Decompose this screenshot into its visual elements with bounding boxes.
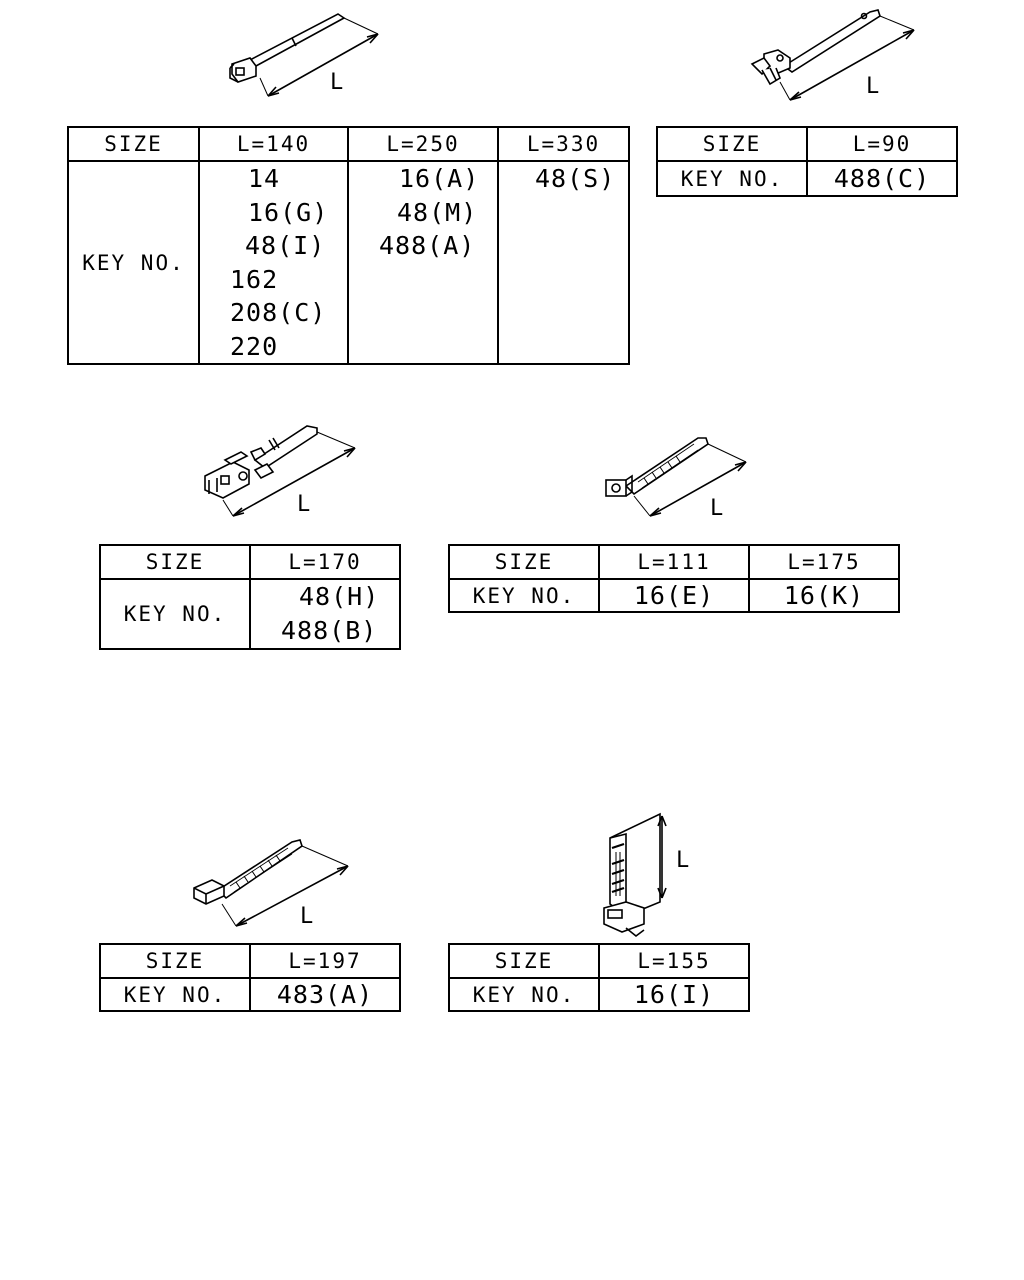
parts-table-5: SIZE L=197 KEY NO. 483(A) bbox=[99, 943, 401, 1012]
size-value: L=140 bbox=[198, 126, 349, 162]
size-header: SIZE bbox=[448, 943, 600, 979]
cable-tie-icon bbox=[204, 425, 356, 517]
dimension-label: L bbox=[710, 496, 724, 521]
size-value: L=250 bbox=[347, 126, 499, 162]
dimension-label: L bbox=[676, 848, 690, 873]
parts-table-4: SIZE L=111 L=175 KEY NO. 16(E) 16(K) bbox=[448, 544, 900, 613]
key-number: 162 bbox=[230, 264, 279, 294]
size-value: L=197 bbox=[249, 943, 401, 979]
key-no-header: KEY NO. bbox=[448, 977, 600, 1012]
size-header: SIZE bbox=[448, 544, 600, 580]
size-header: SIZE bbox=[67, 126, 200, 162]
key-no-header: KEY NO. bbox=[656, 160, 808, 197]
cable-tie-drawing-4: L bbox=[598, 432, 758, 527]
dimension-label: L bbox=[300, 904, 314, 929]
parts-table-3: SIZE L=170 KEY NO. 48(H) 488(B) bbox=[99, 544, 401, 650]
cable-tie-icon bbox=[605, 437, 747, 517]
key-number: 16(I) bbox=[598, 977, 750, 1012]
dimension-label: L bbox=[297, 492, 311, 517]
key-number: 48(I) bbox=[245, 231, 326, 260]
size-value: L=90 bbox=[806, 126, 958, 162]
dimension-label: L bbox=[866, 74, 880, 99]
size-value: L=111 bbox=[598, 544, 750, 580]
parts-table-1: SIZE L=140 L=250 L=330 KEY NO. 14 16(G) … bbox=[67, 126, 630, 365]
key-number: 488(B) bbox=[281, 615, 378, 645]
key-number: 48(S) bbox=[535, 164, 616, 193]
cable-tie-drawing-6: L bbox=[596, 808, 706, 940]
key-cell: 48(S) bbox=[497, 160, 630, 365]
key-no-header: KEY NO. bbox=[67, 160, 200, 365]
key-number: 208(C) bbox=[230, 298, 327, 327]
key-cell: 48(H) 488(B) bbox=[249, 578, 401, 650]
key-number: 488(C) bbox=[806, 160, 958, 197]
size-value: L=175 bbox=[748, 544, 900, 580]
key-no-header: KEY NO. bbox=[99, 578, 251, 650]
cable-tie-drawing-3: L bbox=[195, 420, 365, 525]
parts-table-2: SIZE L=90 KEY NO. 488(C) bbox=[656, 126, 958, 197]
key-cell: 16(A) 48(M) 488(A) bbox=[347, 160, 499, 365]
size-header: SIZE bbox=[99, 544, 251, 580]
size-value: L=330 bbox=[497, 126, 630, 162]
parts-table-6: SIZE L=155 KEY NO. 16(I) bbox=[448, 943, 750, 1012]
size-value: L=155 bbox=[598, 943, 750, 979]
key-number: 48(M) bbox=[397, 197, 478, 227]
cable-tie-icon bbox=[229, 13, 379, 97]
cable-tie-drawing-2: L bbox=[740, 6, 930, 106]
key-no-header: KEY NO. bbox=[99, 977, 251, 1012]
size-header: SIZE bbox=[656, 126, 808, 162]
cable-tie-icon bbox=[603, 812, 667, 938]
dimension-label: L bbox=[330, 70, 344, 95]
size-header: SIZE bbox=[99, 943, 251, 979]
key-number: 16(G) bbox=[248, 197, 329, 227]
key-cell: 14 16(G) 48(I) 162 208(C) 220 bbox=[198, 160, 349, 365]
key-number: 48(H) bbox=[299, 582, 380, 611]
cable-tie-icon bbox=[193, 839, 349, 927]
key-number: 220 bbox=[230, 331, 279, 361]
cable-tie-icon bbox=[750, 9, 915, 101]
key-number: 16(E) bbox=[598, 578, 750, 613]
key-number: 14 bbox=[248, 164, 281, 193]
key-number: 16(A) bbox=[399, 164, 480, 193]
key-no-header: KEY NO. bbox=[448, 578, 600, 613]
key-number: 16(K) bbox=[748, 578, 900, 613]
cable-tie-drawing-5: L bbox=[188, 834, 358, 934]
size-value: L=170 bbox=[249, 544, 401, 580]
key-number: 483(A) bbox=[249, 977, 401, 1012]
key-number: 488(A) bbox=[379, 231, 476, 260]
cable-tie-drawing-1: L bbox=[220, 8, 390, 103]
